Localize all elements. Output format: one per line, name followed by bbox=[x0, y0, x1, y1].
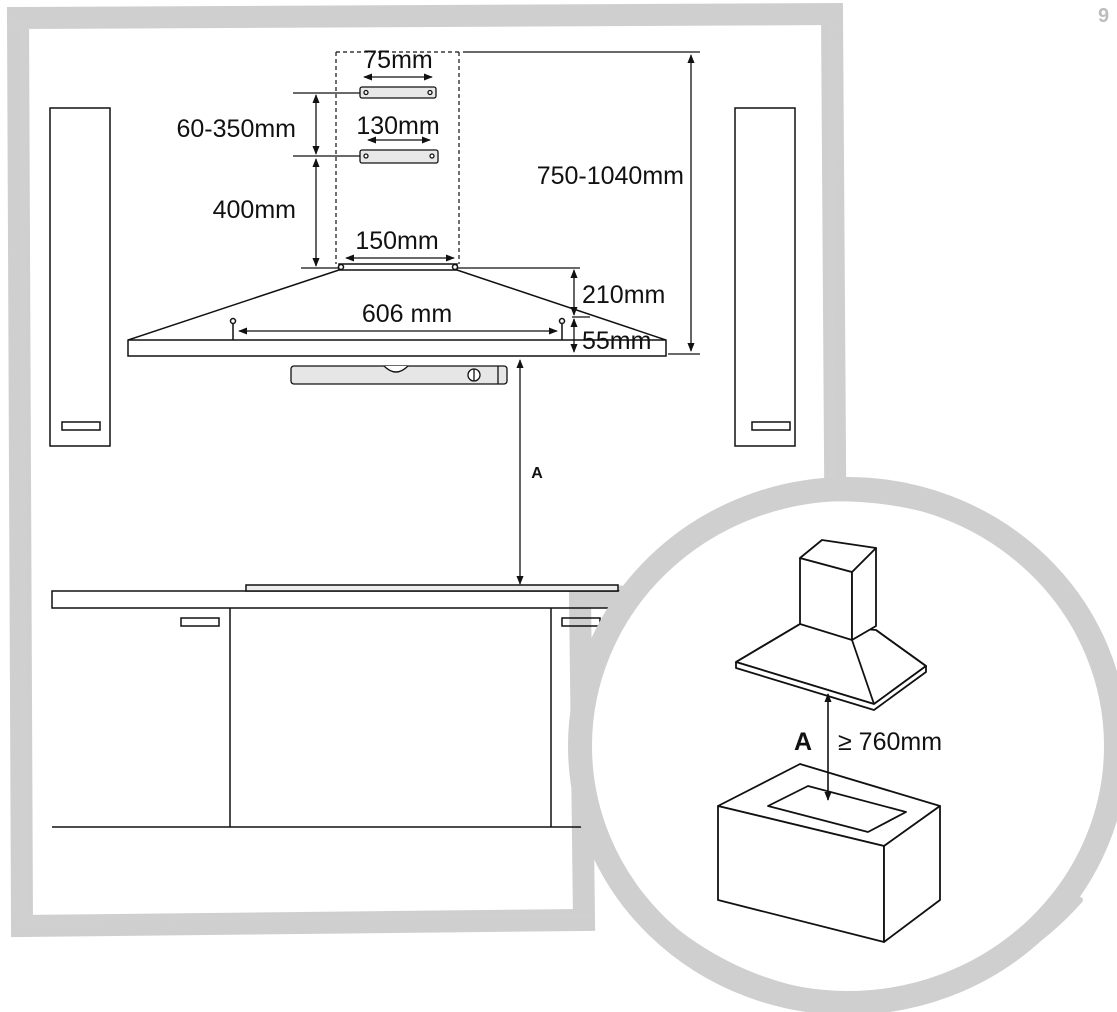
bracket-middle-width-label: 130mm bbox=[356, 112, 439, 140]
chimney-base-width-label: 150mm bbox=[355, 227, 438, 255]
lower-bracket-distance-label: 400mm bbox=[213, 196, 296, 224]
clearance-label: A bbox=[531, 465, 543, 482]
chimney-outline bbox=[335, 51, 460, 264]
dimension-lines bbox=[238, 51, 700, 585]
page-number: 9 bbox=[1098, 5, 1109, 27]
hood-rim-height-label: 55mm bbox=[582, 327, 651, 355]
wall-cabinet-right bbox=[734, 107, 796, 447]
hood-slope-height-label: 210mm bbox=[582, 281, 665, 309]
wall-cabinet-left bbox=[49, 107, 111, 447]
lower-bracket bbox=[359, 149, 439, 164]
bracket-spacing-label: 60-350mm bbox=[177, 115, 297, 143]
hood-fixing-span-label: 606 mm bbox=[362, 300, 452, 328]
inset-hood bbox=[735, 539, 927, 711]
spirit-level bbox=[290, 365, 508, 385]
upper-bracket bbox=[359, 86, 437, 99]
inset-circle bbox=[568, 477, 1117, 1012]
cooker-hood bbox=[127, 263, 667, 357]
base-cabinets bbox=[51, 584, 625, 828]
inset-hob bbox=[717, 763, 941, 943]
bracket-top-width-label: 75mm bbox=[363, 46, 432, 74]
inset-clearance-label: A bbox=[794, 728, 812, 756]
sketch-frame bbox=[6, 2, 848, 938]
total-height-label: 750-1040mm bbox=[537, 162, 684, 190]
inset-clearance-value: ≥ 760mm bbox=[838, 728, 942, 756]
